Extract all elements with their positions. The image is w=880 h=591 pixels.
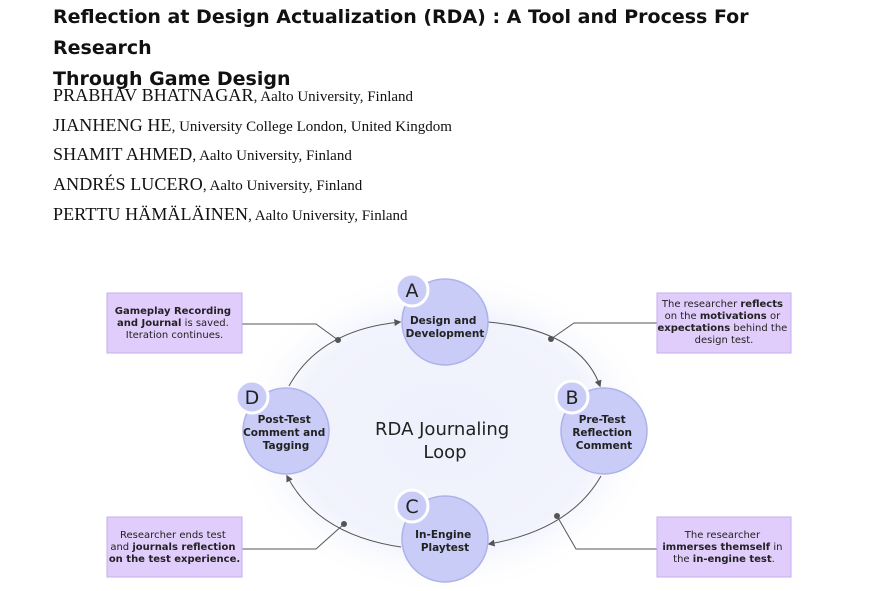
note-text: Gameplay Recording and Journal is saved.…: [115, 306, 234, 341]
author-affiliation: , University College London, United King…: [171, 118, 452, 135]
connector-dot: [335, 337, 341, 343]
note-box-top-right: The researcher reflects on the motivatio…: [656, 292, 792, 354]
loop-node-d: D Post-Test Comment and Tagging: [234, 379, 330, 475]
loop-center-title-line-2: Loop: [423, 442, 466, 463]
node-label: In-Engine Playtest: [415, 529, 475, 554]
paper-title-line-1: Reflection at Design Actualization (RDA)…: [53, 6, 749, 59]
connector-top-right: [550, 322, 657, 340]
node-label-line: In-Engine: [415, 529, 471, 541]
note-box-bottom-right: The researcher immerses themself in the …: [656, 516, 792, 578]
node-label-line: Design and: [410, 315, 476, 327]
connector-dot: [554, 513, 560, 519]
author-affiliation: , Aalto University, Finland: [253, 89, 414, 105]
node-label-line: Playtest: [421, 542, 469, 554]
arrow-c-to-d: [286, 474, 402, 548]
note-text: Researcher ends test and journals reflec…: [109, 530, 240, 565]
loop-center-title-line-1: RDA Journaling: [375, 419, 509, 440]
author-name: JIANHENG HE: [53, 114, 172, 135]
node-label-line: Comment and: [243, 427, 325, 439]
note-line: on the test experience.: [109, 554, 240, 565]
author-entry: PRABHAV BHATNAGAR, Aalto University, Fin…: [53, 84, 753, 114]
note-line: The researcher: [684, 530, 761, 541]
note-text: The researcher reflects on the motivatio…: [657, 299, 790, 346]
node-letter-badge: [394, 488, 430, 524]
node-label-line: Comment: [576, 440, 632, 452]
loop-glow: [230, 267, 660, 591]
note-line: Researcher ends test: [120, 530, 226, 541]
node-letter: D: [245, 387, 260, 409]
note-box-bottom-left: Researcher ends test and journals reflec…: [106, 516, 243, 578]
note-line: and Journal is saved.: [117, 318, 229, 329]
author-entry: SHAMIT AHMED, Aalto University, Finland: [53, 143, 753, 173]
node-label-line: Tagging: [263, 440, 310, 452]
arrow-d-to-a: [288, 319, 402, 387]
note-line: Iteration continues.: [126, 330, 223, 341]
author-affiliation: , Aalto University, Finland: [202, 178, 363, 195]
author-affiliation: , Aalto University, Finland: [248, 207, 408, 224]
paper-title: Reflection at Design Actualization (RDA)…: [53, 2, 853, 95]
author-name: PERTTU HÄMÄLÄINEN: [53, 203, 249, 224]
author-affiliation: , Aalto University, Finland: [192, 148, 352, 165]
loop-center-title: RDA Journaling Loop: [375, 419, 515, 463]
node-label-line: Post-Test: [258, 414, 311, 426]
author-name: PRABHAV BHATNAGAR: [53, 85, 254, 105]
node-letter: B: [565, 387, 578, 409]
note-line: Gameplay Recording: [115, 306, 231, 317]
connector-dot: [548, 336, 554, 342]
node-label-line: Reflection: [572, 427, 632, 439]
author-entry: PERTTU HÄMÄLÄINEN, Aalto University, Fin…: [53, 203, 753, 233]
connector-dot: [341, 521, 347, 527]
node-letter: A: [406, 280, 419, 302]
note-line: expectations behind the: [657, 323, 787, 334]
note-line: the in-engine test.: [673, 554, 775, 565]
paper-title-line-2: Through Game Design: [53, 68, 291, 90]
arrow-a-to-b: [487, 321, 602, 388]
connector-bottom-right: [556, 515, 657, 550]
author-name: SHAMIT AHMED: [53, 144, 193, 165]
connector-top-left: [242, 323, 339, 341]
node-label-line: Pre-Test: [579, 414, 626, 426]
arrow-b-to-c: [487, 475, 602, 547]
author-entry: ANDRÉS LUCERO, Aalto University, Finland: [53, 173, 753, 203]
node-letter-badge: [234, 379, 270, 415]
note-text: The researcher immerses themself in the …: [662, 530, 785, 565]
note-line: The researcher reflects: [661, 299, 783, 310]
node-label-line: Development: [406, 328, 485, 340]
author-list: PRABHAV BHATNAGAR, Aalto University, Fin…: [53, 84, 753, 232]
node-label: Design and Development: [406, 315, 485, 340]
note-line: on the motivations or: [665, 311, 781, 322]
author-entry: JIANHENG HE, University College London, …: [53, 114, 753, 144]
connector-bottom-left: [242, 523, 345, 550]
note-box-top-left: Gameplay Recording and Journal is saved.…: [106, 292, 243, 354]
node-letter-badge: [554, 379, 590, 415]
loop-node-b: B Pre-Test Reflection Comment: [554, 379, 648, 475]
loop-node-a: A Design and Development: [394, 272, 489, 366]
note-line: design test.: [695, 335, 754, 346]
note-line: immerses themself in: [662, 542, 782, 553]
note-line: and journals reflection: [110, 542, 235, 553]
node-letter-badge: [394, 272, 430, 308]
loop-node-c: C In-Engine Playtest: [394, 488, 489, 583]
node-letter: C: [405, 496, 418, 518]
node-label: Post-Test Comment and Tagging: [243, 414, 329, 452]
author-name: ANDRÉS LUCERO: [53, 174, 203, 195]
node-label: Pre-Test Reflection Comment: [572, 414, 635, 452]
